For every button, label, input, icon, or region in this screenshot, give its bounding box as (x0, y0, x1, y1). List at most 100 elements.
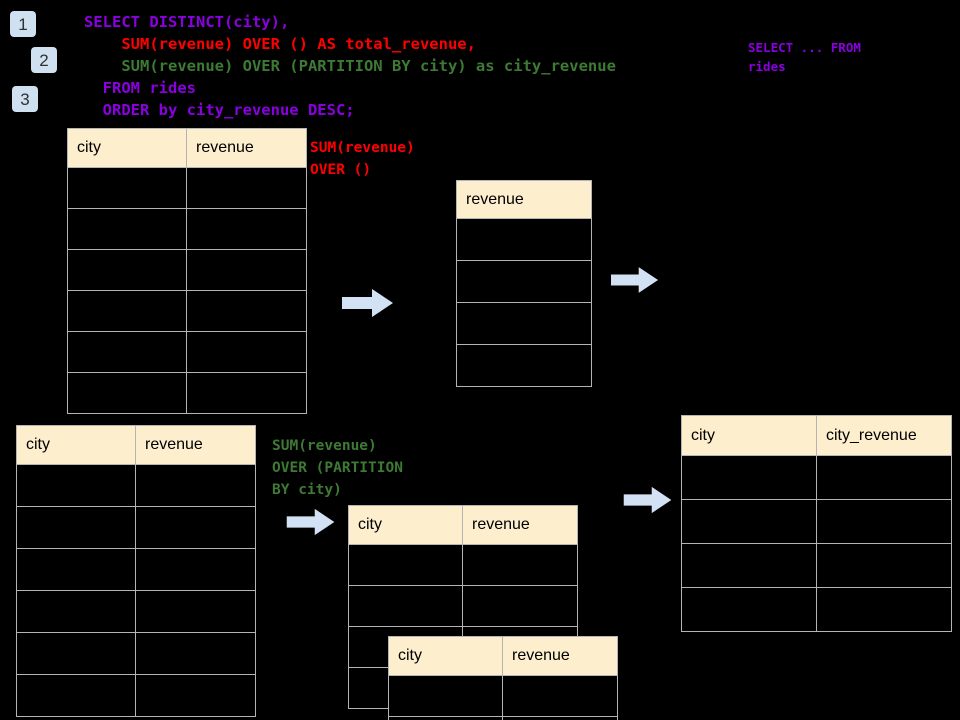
column-header-city: city (681, 415, 817, 456)
cell-revenue (186, 372, 307, 414)
cell-city-revenue (816, 587, 952, 632)
column-header-city: city (388, 636, 503, 676)
table-partition-front: city revenue (388, 636, 618, 720)
column-header-revenue: revenue (186, 128, 307, 168)
cell-city (681, 587, 817, 632)
table-row (388, 716, 618, 720)
cell-city (16, 632, 136, 675)
table-row (67, 290, 307, 332)
cell-city (16, 464, 136, 507)
cell-city (388, 675, 503, 717)
arrow-right-icon (342, 289, 393, 317)
cell-city (16, 548, 136, 591)
table-source-bottom: city revenue (16, 425, 256, 717)
cell-city (16, 590, 136, 633)
table-row (681, 499, 952, 544)
annotation-city-revenue-line1: SUM(revenue) (272, 438, 377, 454)
cell-city (681, 455, 817, 500)
table-row (16, 464, 256, 507)
table-row (456, 344, 592, 387)
annotation-city-revenue-line2: OVER (PARTITION (272, 460, 403, 476)
table-row (16, 674, 256, 717)
sql-line-order-by: ORDER by city_revenue DESC; (84, 101, 355, 119)
table-row (348, 544, 578, 586)
table-row (67, 331, 307, 373)
cell-city (67, 208, 187, 250)
table-row (67, 208, 307, 250)
annotation-total-revenue-line2: OVER () (310, 162, 372, 178)
table-row (681, 543, 952, 588)
step-badge-1: 1 (10, 11, 36, 37)
side-note-rides: rides (748, 59, 786, 74)
table-source-top: city revenue (67, 128, 307, 414)
table-row (681, 587, 952, 632)
cell-revenue (502, 716, 618, 720)
cell-revenue (186, 331, 307, 373)
table-row (16, 548, 256, 591)
column-header-city: city (348, 505, 463, 545)
table-row (348, 585, 578, 627)
cell-revenue (135, 548, 256, 591)
sql-line-city-revenue: SUM(revenue) OVER (PARTITION BY city) as… (84, 57, 616, 75)
arrow-right-icon (611, 267, 659, 293)
cell-revenue (502, 675, 618, 717)
cell-city-revenue (816, 455, 952, 500)
cell-revenue (186, 249, 307, 291)
table-header-row: city revenue (388, 636, 618, 676)
arrow-right-icon (623, 486, 672, 514)
table-row (67, 372, 307, 414)
cell-revenue (186, 290, 307, 332)
cell-revenue (186, 208, 307, 250)
cell-revenue (135, 632, 256, 675)
cell-city (67, 290, 187, 332)
cell-city (348, 585, 463, 627)
cell-revenue (456, 260, 592, 303)
cell-city (16, 506, 136, 549)
step-badge-2: 2 (31, 47, 57, 73)
annotation-total-revenue-line1: SUM(revenue) (310, 140, 415, 156)
table-row (16, 506, 256, 549)
cell-city (67, 331, 187, 373)
cell-revenue (456, 302, 592, 345)
sql-line-total-revenue: SUM(revenue) OVER () AS total_revenue, (84, 35, 476, 53)
cell-revenue (456, 344, 592, 387)
cell-revenue (462, 585, 578, 627)
sql-line-from: FROM rides (84, 79, 196, 97)
column-header-revenue: revenue (462, 505, 578, 545)
table-header-row: city city_revenue (681, 415, 952, 456)
cell-revenue (135, 464, 256, 507)
sql-line-select: SELECT DISTINCT(city), (84, 13, 290, 31)
cell-revenue (186, 167, 307, 209)
cell-city (681, 543, 817, 588)
table-row (388, 675, 618, 717)
column-header-revenue: revenue (502, 636, 618, 676)
column-header-revenue: revenue (456, 180, 592, 219)
table-header-row: city revenue (16, 425, 256, 465)
cell-city (16, 674, 136, 717)
cell-revenue (456, 218, 592, 261)
table-header-row: city revenue (348, 505, 578, 545)
column-header-city-revenue: city_revenue (816, 415, 952, 456)
table-result: city city_revenue (681, 415, 952, 632)
column-header-city: city (16, 425, 136, 465)
cell-city (67, 372, 187, 414)
cell-city (67, 249, 187, 291)
cell-city-revenue (816, 543, 952, 588)
annotation-city-revenue-line3: BY city) (272, 482, 342, 498)
cell-city (681, 499, 817, 544)
cell-city (67, 167, 187, 209)
table-row (67, 249, 307, 291)
cell-revenue (135, 506, 256, 549)
table-row (456, 302, 592, 345)
cell-city-revenue (816, 499, 952, 544)
cell-city (348, 544, 463, 586)
column-header-revenue: revenue (135, 425, 256, 465)
cell-revenue (462, 544, 578, 586)
table-row (16, 632, 256, 675)
table-row (16, 590, 256, 633)
table-row (681, 455, 952, 500)
column-header-city: city (67, 128, 187, 168)
cell-city (388, 716, 503, 720)
table-row (67, 167, 307, 209)
